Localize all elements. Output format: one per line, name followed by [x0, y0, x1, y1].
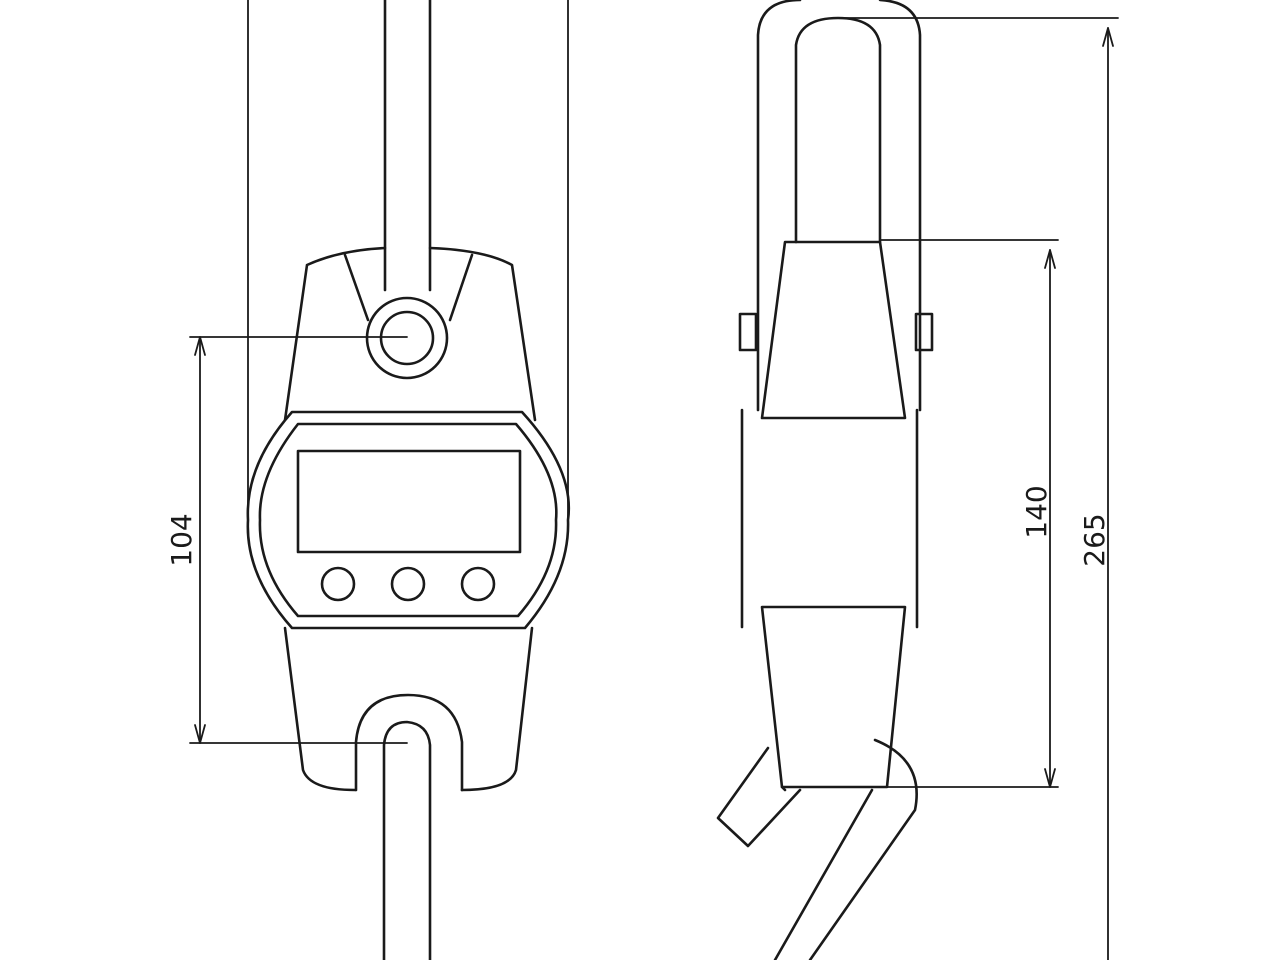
lower-taper-block	[760, 605, 907, 789]
dim-104-arrow-bottom	[194, 724, 206, 744]
front-view: 104	[165, 0, 571, 960]
shackle-pin-right	[914, 312, 934, 352]
upper-body-inner	[343, 253, 474, 322]
button-1	[320, 566, 356, 602]
lower-body-shell	[283, 626, 534, 792]
dim-140-arrow-bottom	[1044, 768, 1056, 788]
button-3	[460, 566, 496, 602]
upper-taper-block	[760, 240, 907, 420]
lcd-screen	[296, 449, 522, 554]
top-shackle-inner	[794, 16, 882, 244]
display-housing-outer	[246, 410, 571, 630]
dim-104-label: 104	[165, 513, 198, 566]
dim-104-arrow-top	[194, 336, 206, 356]
top-hook-shank	[383, 0, 432, 292]
dim-265-label: 265	[1078, 513, 1111, 566]
dim-265-arrow-top	[1102, 27, 1114, 47]
side-main-body	[740, 408, 919, 629]
bottom-hook-profile	[773, 738, 918, 960]
hanging-eye-outer	[365, 296, 449, 380]
hanging-eye-inner	[379, 310, 435, 366]
upper-body-shell	[283, 246, 537, 422]
shackle-pin-left	[738, 312, 758, 352]
dim-140-arrow-top	[1044, 249, 1056, 269]
display-housing-inner	[258, 422, 558, 618]
lower-hook-slot	[354, 693, 464, 792]
top-shackle-outer	[756, 0, 922, 412]
side-view: 140 265	[716, 0, 1119, 960]
hook-tip	[716, 746, 802, 848]
dim-140-label: 140	[1020, 485, 1053, 538]
button-2	[390, 566, 426, 602]
bottom-hook-shank	[382, 720, 432, 960]
